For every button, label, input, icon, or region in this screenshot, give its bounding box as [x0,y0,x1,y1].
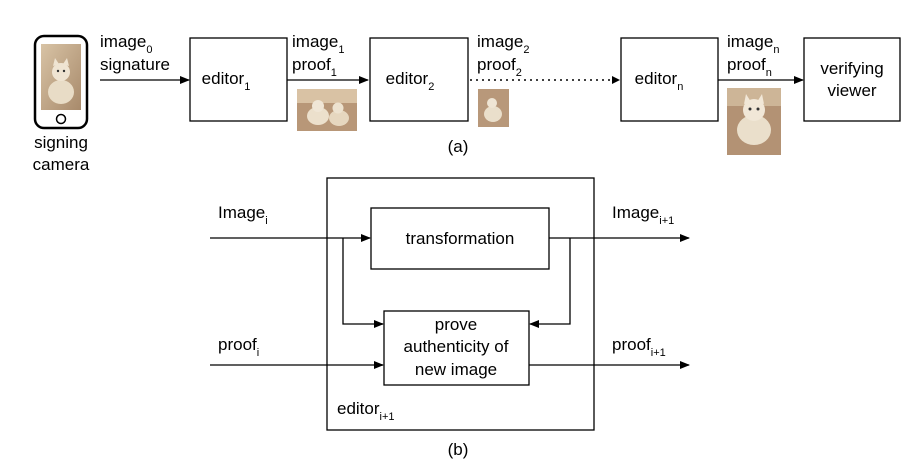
proof-out-label: proofi+1 [612,335,666,359]
cat-thumbnail-1 [297,89,357,131]
editor2-label: editor2 [386,69,435,93]
edgen-proof-label: proofn [727,55,772,79]
dotted-arrow-head [612,76,620,84]
viewer-label-line1: verifying [820,59,883,78]
cat-thumbnail-n [727,88,781,155]
image-out-label: Imagei+1 [612,203,674,227]
edge2-image-label: image2 [477,32,529,56]
transformation-box [370,207,550,270]
editorn-label: editorn [635,69,684,93]
arrow-image-out-to-prove [529,238,571,328]
input-signature-label: signature [100,55,170,74]
arrow-image-in-to-prove [342,238,384,328]
edge1-image-label: image1 [292,32,344,56]
edgen-image-label: imagen [727,32,779,56]
caption-b: (b) [448,440,469,459]
prove-box [383,310,530,386]
prove-label-line1: prove [435,315,478,334]
prove-label-line2: authenticity of [404,337,509,356]
editor1-label: editor1 [202,69,251,93]
image-in-label: Imagei [218,203,268,227]
phone-icon [33,34,89,130]
caption-a: (a) [448,137,469,156]
edge1-proof-label: proof1 [292,55,337,79]
editor2-box [369,37,469,122]
viewer-box [803,37,901,122]
input-image-label: image0 [100,32,152,56]
camera-label-line2: camera [33,155,90,174]
viewer-label-line2: viewer [827,81,876,100]
cat-thumbnail-2 [478,89,509,127]
prove-label-line3: new image [415,360,497,379]
transformation-label: transformation [406,229,515,248]
edge2-proof-label: proof2 [477,55,522,79]
editor1-box [189,37,288,122]
proof-in-label: proofi [218,335,259,359]
editor-outer-label: editori+1 [337,399,395,423]
camera-label-line1: signing [34,133,88,152]
